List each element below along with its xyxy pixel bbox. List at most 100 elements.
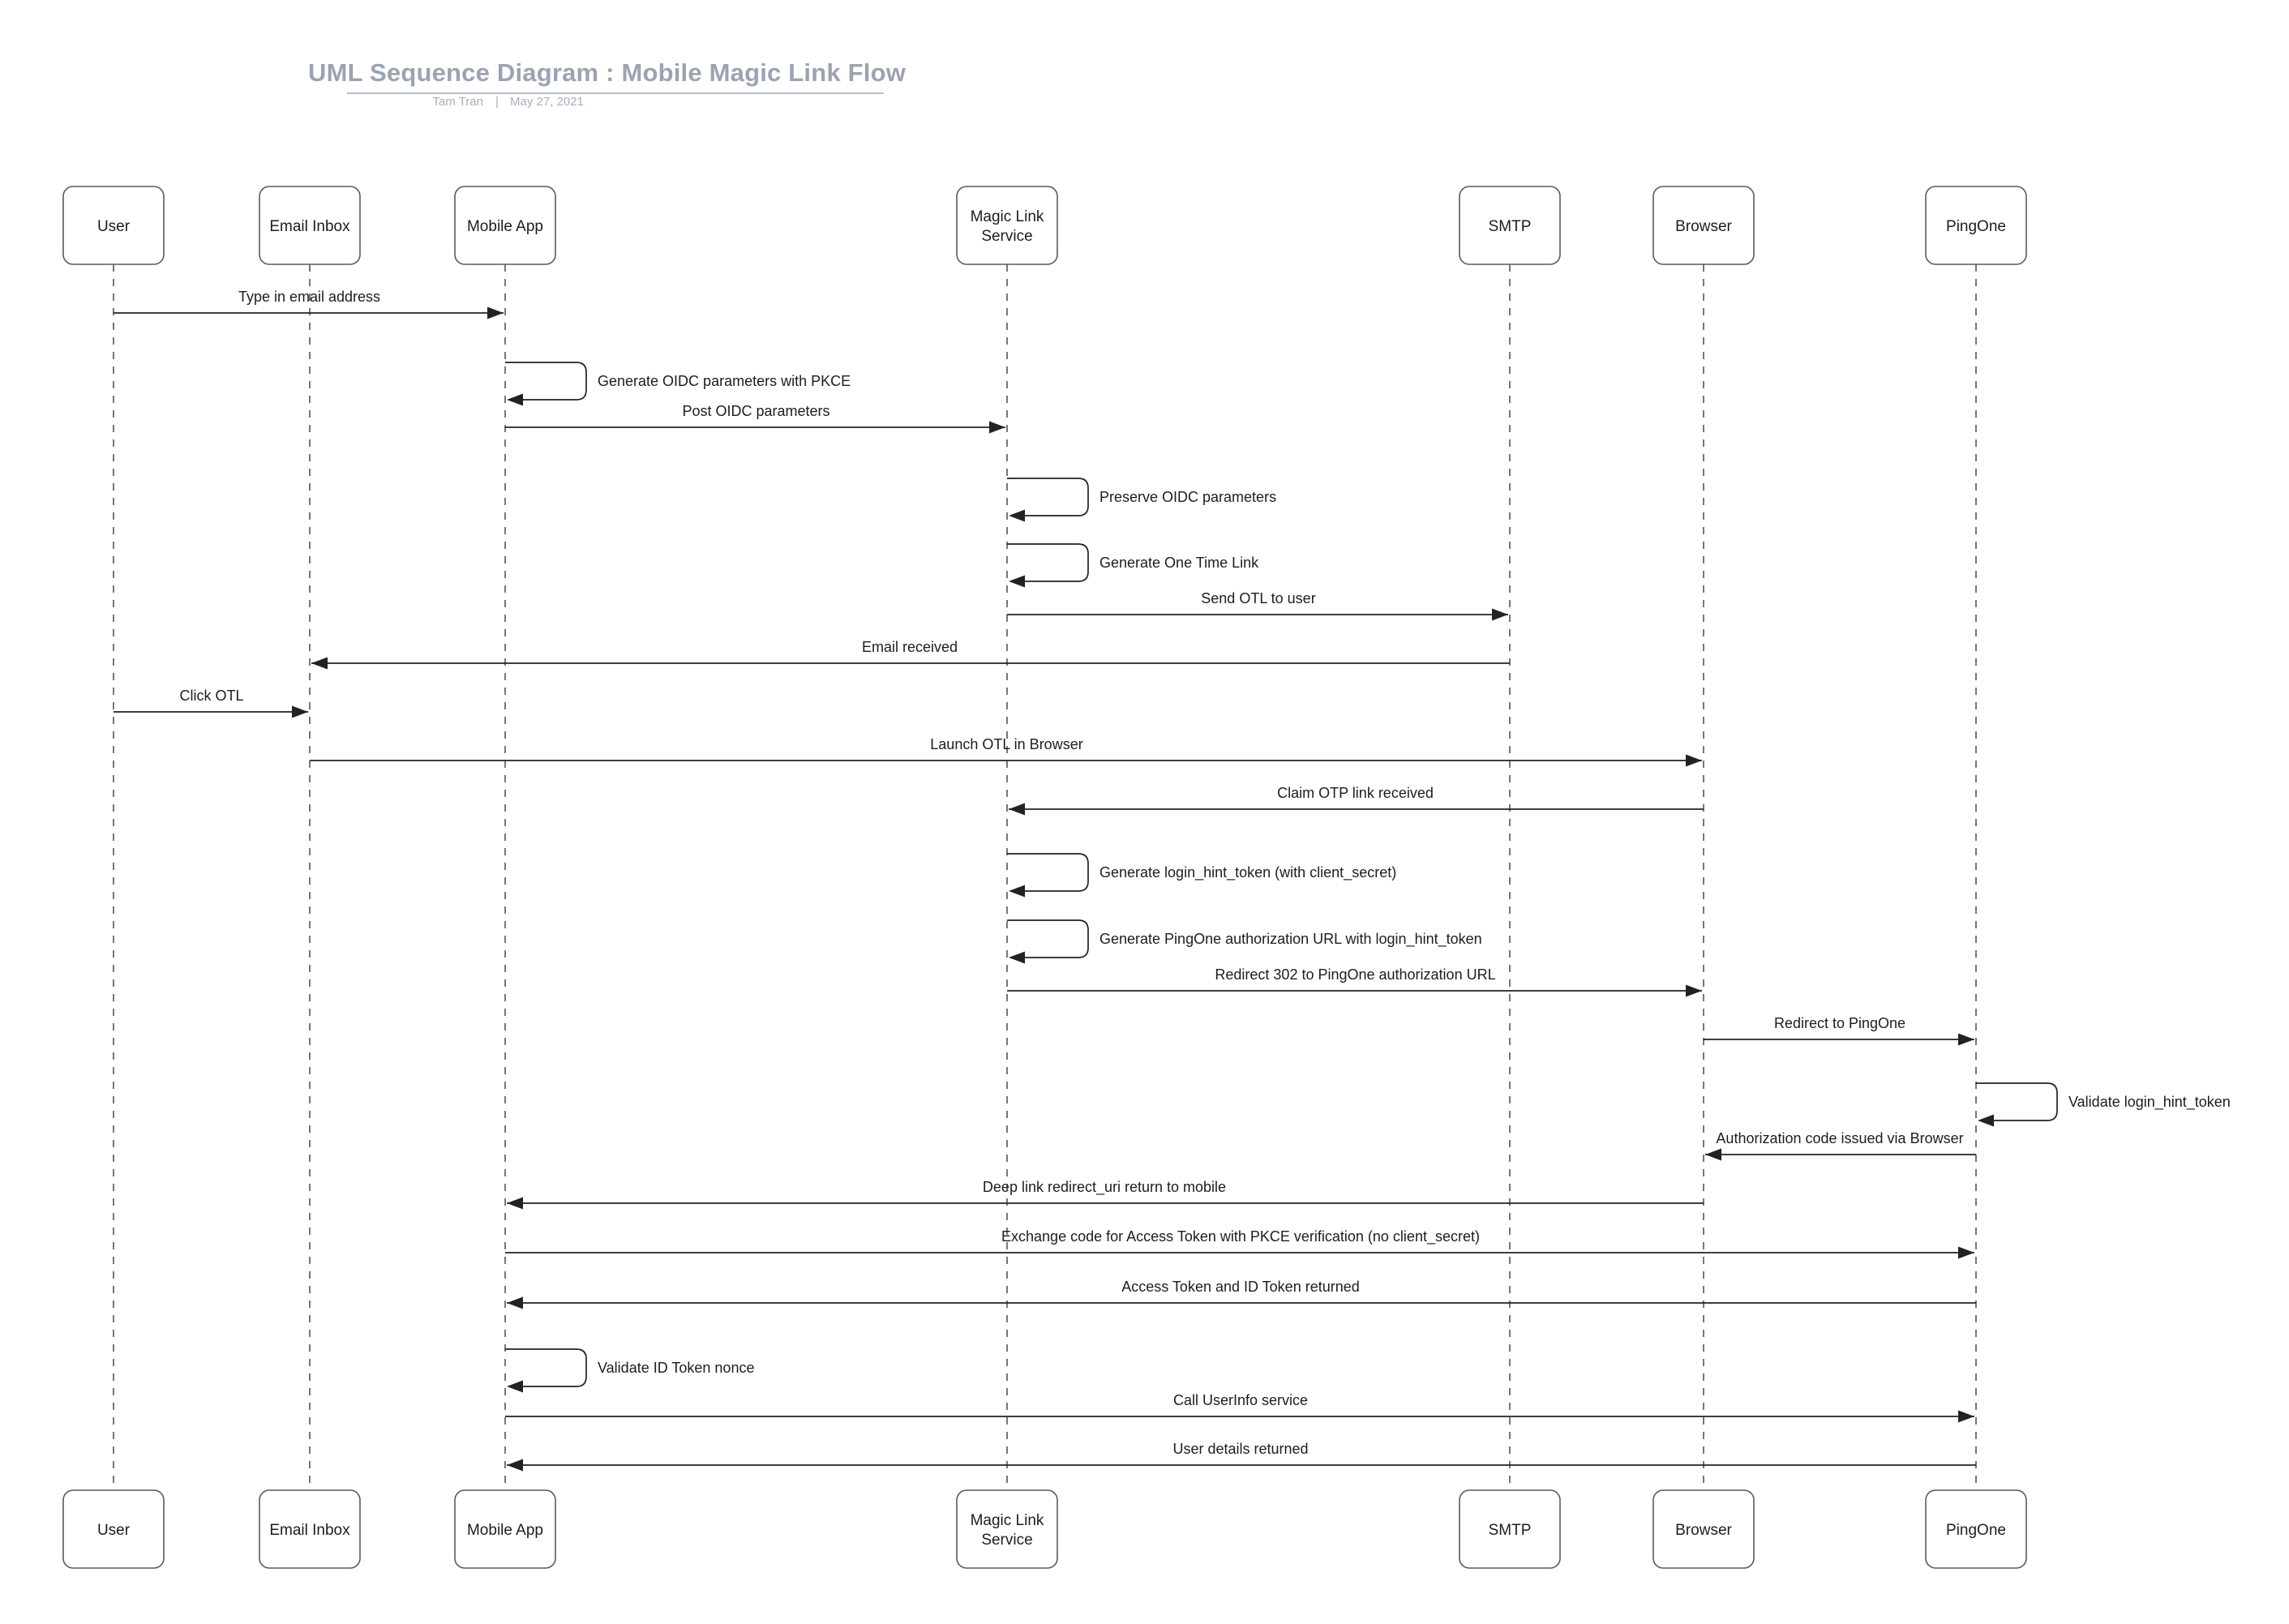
message-1[interactable]: Type in email address [114,289,504,319]
message-8[interactable]: Click OTL [114,688,308,718]
participant-box[interactable] [956,186,1058,265]
participant-box[interactable] [62,1489,165,1569]
participant-box[interactable] [62,186,165,265]
byline-separator: | [495,95,499,109]
arrow-head [311,657,328,670]
participant-user-top[interactable]: User [62,186,165,265]
message-16[interactable]: Authorization code issued via Browser [1705,1130,1976,1161]
participant-box[interactable] [454,1489,556,1569]
message-6[interactable]: Send OTL to user [1007,590,1508,621]
message-13[interactable]: Redirect 302 to PingOne authorization UR… [1007,966,1702,997]
participant-label: Email Inbox [269,218,350,235]
message-label: Deep link redirect_uri return to mobile [983,1179,1226,1196]
arrow-head [507,1380,523,1393]
message-label: Email received [862,639,958,655]
self-call-loop [505,1348,587,1387]
participant-box[interactable] [1925,186,2027,265]
message-19[interactable]: Access Token and ID Token returned [507,1279,1976,1309]
participant-label: Browser [1675,1522,1732,1539]
message-label: Redirect to PingOne [1774,1015,1905,1031]
message-11[interactable]: Generate login_hint_token (with client_s… [1007,853,1396,898]
arrow-head [1009,951,1025,964]
participant-smtp-top[interactable]: SMTP [1459,186,1561,265]
participant-smtp-bottom[interactable]: SMTP [1459,1489,1561,1569]
arrow-head [507,1459,523,1472]
message-label: Launch OTL in Browser [930,736,1082,752]
participant-box[interactable] [454,186,556,265]
arrow-head [1958,1033,1974,1046]
participant-box[interactable] [1925,1489,2027,1569]
message-label: Exchange code for Access Token with PKCE… [1001,1228,1480,1245]
arrow-head [507,1296,523,1309]
message-20[interactable]: Validate ID Token nonce [505,1348,754,1393]
lifelines-layer [113,264,1977,1490]
participant-app-bottom[interactable]: Mobile App [454,1489,556,1569]
participant-box[interactable] [259,186,361,265]
participant-box[interactable] [1652,186,1755,265]
message-21[interactable]: Call UserInfo service [505,1392,1974,1423]
participant-browser-bottom[interactable]: Browser [1652,1489,1755,1569]
message-2[interactable]: Generate OIDC parameters with PKCE [505,362,851,406]
participant-box[interactable] [1459,1489,1561,1569]
participant-label: User [97,218,131,235]
arrow-head [1686,984,1702,997]
participant-box[interactable] [1459,186,1561,265]
arrow-head [487,306,504,319]
arrow-head [1978,1114,1994,1127]
message-label: Redirect 302 to PingOne authorization UR… [1215,966,1495,983]
self-call-loop [1007,478,1089,516]
participant-browser-top[interactable]: Browser [1652,186,1755,265]
arrow-head [1009,803,1025,816]
message-label: Send OTL to user [1201,590,1315,606]
message-7[interactable]: Email received [311,639,1510,670]
message-label: User details returned [1172,1441,1308,1457]
participant-inbox-bottom[interactable]: Email Inbox [259,1489,361,1569]
participant-box[interactable] [259,1489,361,1569]
self-call-loop [1007,919,1089,958]
arrow-head [1492,608,1508,621]
page-title: UML Sequence Diagram : Mobile Magic Link… [308,58,907,87]
participant-label: PingOne [1946,218,2006,235]
message-5[interactable]: Generate One Time Link [1007,543,1259,588]
arrow-head [1705,1148,1721,1161]
message-10[interactable]: Claim OTP link received [1009,785,1704,816]
message-label: Authorization code issued via Browser [1716,1130,1963,1146]
arrow-head [507,393,523,406]
participant-pingone-bottom[interactable]: PingOne [1925,1489,2027,1569]
message-label: Post OIDC parameters [682,403,829,419]
message-12[interactable]: Generate PingOne authorization URL with … [1007,919,1482,964]
arrow-head [1686,754,1702,767]
participant-pingone-top[interactable]: PingOne [1925,186,2027,265]
self-call-loop [1007,853,1089,892]
participant-user-bottom[interactable]: User [62,1489,165,1569]
date-label: May 27, 2021 [510,95,584,109]
message-4[interactable]: Preserve OIDC parameters [1007,478,1276,522]
message-18[interactable]: Exchange code for Access Token with PKCE… [505,1228,1974,1259]
message-label: Validate ID Token nonce [598,1360,754,1376]
message-label: Call UserInfo service [1173,1392,1308,1408]
participant-app-top[interactable]: Mobile App [454,186,556,265]
message-22[interactable]: User details returned [507,1441,1976,1472]
participants-bottom-layer: User Email Inbox Mobile App Magic LinkServi… [62,1489,2027,1569]
message-label: Click OTL [179,688,243,704]
participant-box[interactable] [956,1489,1058,1569]
message-15[interactable]: Validate login_hint_token [1976,1082,2231,1127]
message-9[interactable]: Launch OTL in Browser [310,736,1702,767]
participant-box[interactable] [1652,1489,1755,1569]
participants-top-layer: User Email Inbox Mobile App Magic LinkServi… [62,186,2027,265]
diagram-header: UML Sequence Diagram : Mobile Magic Link… [308,58,907,109]
participant-label: Magic Link [971,1512,1044,1529]
message-14[interactable]: Redirect to PingOne [1704,1015,1974,1046]
message-label: Access Token and ID Token returned [1121,1279,1360,1295]
participant-inbox-top[interactable]: Email Inbox [259,186,361,265]
message-17[interactable]: Deep link redirect_uri return to mobile [507,1179,1704,1210]
message-label: Generate login_hint_token (with client_s… [1099,864,1396,881]
participant-label: SMTP [1489,1522,1532,1539]
message-3[interactable]: Post OIDC parameters [505,403,1005,434]
message-label: Validate login_hint_token [2068,1094,2231,1111]
author-label: Tam Tran [432,95,483,109]
